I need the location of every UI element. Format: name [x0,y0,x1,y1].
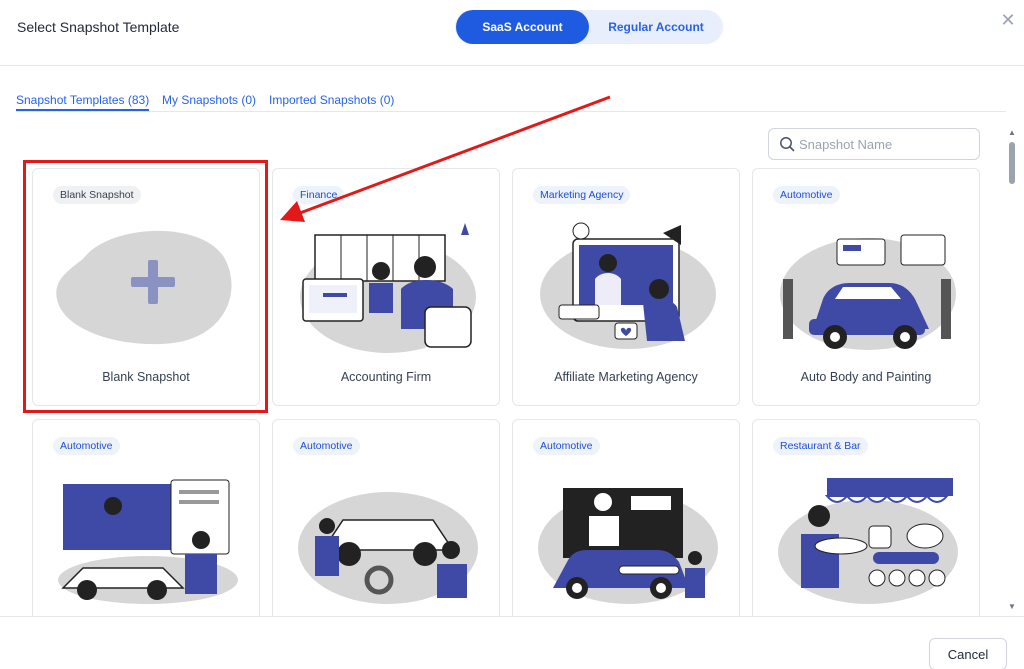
snapshot-search [768,128,980,160]
template-card-automotive-mechanic[interactable]: Automotive [512,419,740,616]
cancel-button[interactable]: Cancel [929,638,1007,669]
scrollbar[interactable]: ▲ ▼ [1006,128,1018,616]
car-repair-illustration [298,492,478,604]
search-input[interactable] [799,133,971,155]
modal-title: Select Snapshot Template [17,19,180,35]
tab-snapshot-templates[interactable]: Snapshot Templates (83) [16,92,150,111]
scrollbar-thumb[interactable] [1009,142,1015,184]
card-title: Auto Body and Painting [800,370,932,384]
search-icon [780,137,795,152]
accounting-illustration [300,223,476,353]
scroll-up-icon[interactable]: ▲ [1008,128,1016,137]
account-type-toggle: SaaS Account Regular Account [455,10,723,44]
marketing-illustration [540,222,716,349]
bakery-illustration [778,478,958,604]
template-card-auto-body-and-painting[interactable]: Automotive Auto Body and Painting [752,168,980,406]
category-badge: Marketing Agency [533,186,631,204]
template-card-automotive-repair[interactable]: Automotive [272,419,500,616]
card-title: Accounting Firm [340,370,432,384]
category-badge: Finance [293,186,345,204]
template-card-blank-snapshot[interactable]: Blank Snapshot Blank Snapshot [32,168,260,406]
template-card-automotive-dealer[interactable]: Automotive [32,419,260,616]
card-title: Blank Snapshot [102,370,190,384]
auto-body-illustration [780,234,956,350]
regular-account-button[interactable]: Regular Account [608,20,704,34]
category-badge: Restaurant & Bar [773,437,868,455]
template-card-accounting-firm[interactable]: Finance Accounting Firm [272,168,500,406]
plus-icon [56,230,232,345]
template-card-affiliate-marketing-agency[interactable]: Marketing Agency Affiliate Marketing Age… [512,168,740,406]
category-badge: Automotive [53,437,120,455]
tab-my-snapshots[interactable]: My Snapshots (0) [162,93,257,107]
template-card-restaurant-bar[interactable]: Restaurant & Bar [752,419,980,616]
modal-header: Select Snapshot Template SaaS Account Re… [0,0,1024,66]
category-badge: Automotive [293,437,360,455]
close-icon[interactable]: ✕ [1000,10,1016,30]
category-badge: Blank Snapshot [53,186,141,204]
card-title: Affiliate Marketing Agency [554,370,698,384]
category-badge: Automotive [773,186,840,204]
car-dealer-illustration [58,479,238,604]
modal-footer: Cancel [0,616,1024,669]
mechanic-illustration [538,488,718,604]
category-badge: Automotive [533,437,600,455]
scroll-down-icon[interactable]: ▼ [1008,602,1016,611]
saas-account-button[interactable]: SaaS Account [456,10,589,44]
template-grid: Blank Snapshot Blank Snapshot Finance Ac… [32,168,980,616]
